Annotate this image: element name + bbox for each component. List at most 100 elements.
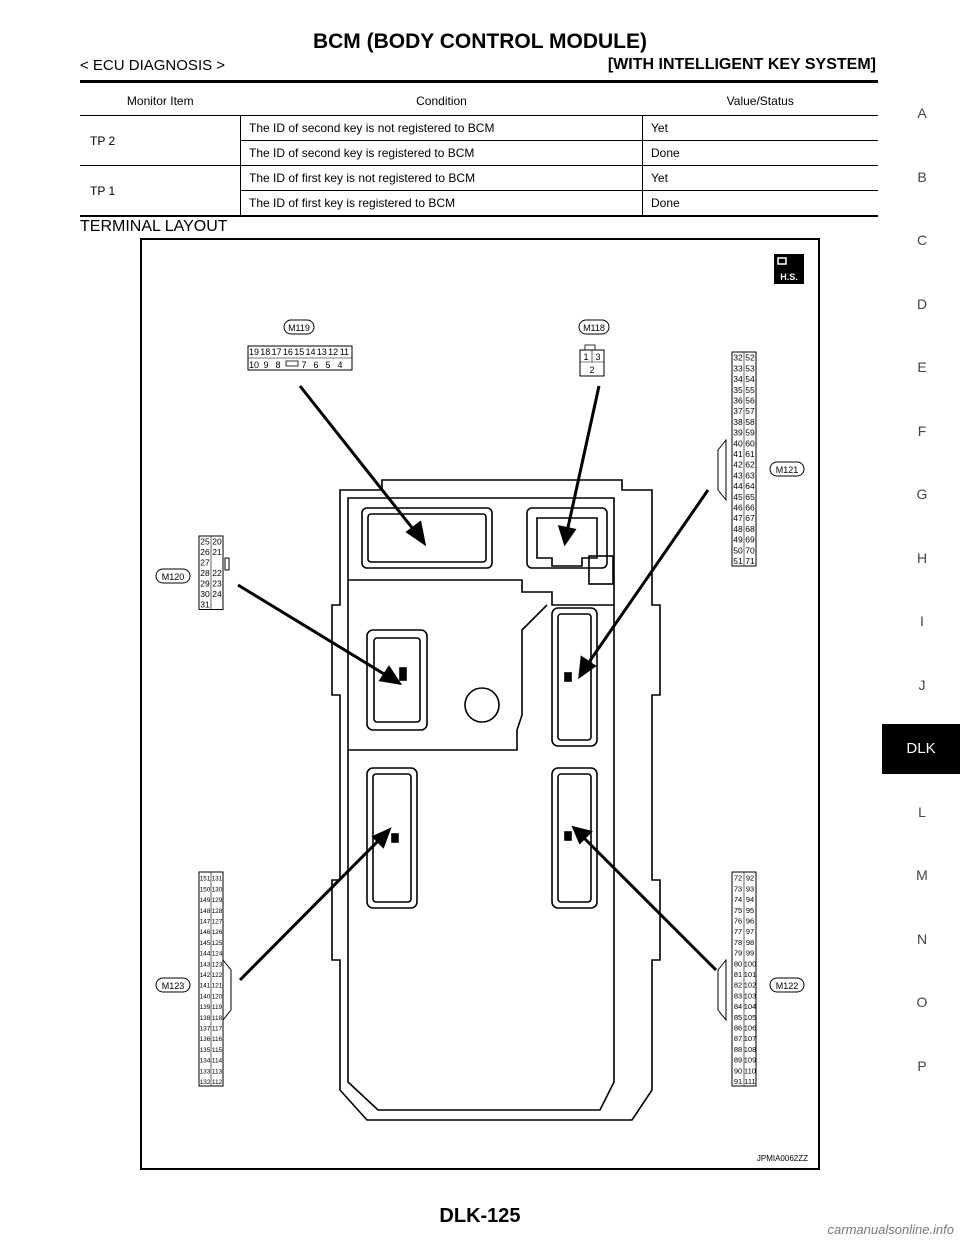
m121-pin: 54 <box>745 374 755 384</box>
m122-pin: 87 <box>734 1034 742 1043</box>
m121-label: M121 <box>769 461 805 477</box>
column-header: Value/Status <box>642 87 878 116</box>
m123-pin: 116 <box>212 1036 223 1043</box>
m121-pin: 42 <box>733 460 743 470</box>
m122-pin: 101 <box>744 970 757 979</box>
m121-pin: 63 <box>745 470 755 480</box>
m122-pin: 78 <box>734 938 742 947</box>
condition-cell: The ID of second key is not registered t… <box>240 115 643 141</box>
m122-pin: 94 <box>746 895 754 904</box>
m123-pin: 145 <box>200 940 211 947</box>
side-tab-g: G <box>916 486 928 502</box>
m122-pin: 77 <box>734 927 742 936</box>
m119-label: M119 <box>283 319 315 335</box>
m121-pin: 58 <box>745 417 755 427</box>
m123-pin: 138 <box>200 1015 211 1022</box>
m122-pin: 103 <box>744 991 757 1000</box>
column-header: Monitor Item <box>80 87 241 116</box>
m119-pin: 17 <box>272 347 282 357</box>
m122-pin: 109 <box>744 1056 757 1065</box>
m122-pin: 88 <box>734 1045 742 1054</box>
m121-pin: 61 <box>745 449 755 459</box>
m123-pin: 125 <box>212 940 223 947</box>
column-header: Condition <box>240 87 643 116</box>
side-tab-j: J <box>918 676 926 693</box>
m122-pin: 80 <box>734 959 742 968</box>
condition-cell: The ID of second key is registered to BC… <box>240 140 643 166</box>
side-tab-d: D <box>916 295 928 312</box>
m120-pin: 27 <box>200 558 210 568</box>
m123-pin: 124 <box>212 951 223 958</box>
m123-pin: 141 <box>200 983 211 990</box>
m120-pin: 25 <box>200 537 210 547</box>
side-tab-l: L <box>918 803 926 820</box>
m123-pin: 149 <box>200 897 211 904</box>
hs-icon: H.S. <box>774 254 804 284</box>
side-tab-f: F <box>917 422 927 439</box>
m123-pin: 126 <box>212 929 223 936</box>
m121-pin: 49 <box>733 535 743 545</box>
m121-label-text: M121 <box>776 465 799 475</box>
m123-pin: 113 <box>212 1068 223 1075</box>
m122-pin: 90 <box>734 1066 742 1075</box>
side-tab-i: I <box>920 613 924 629</box>
m120-pin: 31 <box>200 600 210 610</box>
m121-pin: 41 <box>733 449 743 459</box>
m123-label-text: M123 <box>162 981 185 991</box>
m121-pin: 71 <box>745 556 755 566</box>
m122-pin: 82 <box>734 981 742 990</box>
svg-text:2: 2 <box>589 365 594 375</box>
m123-pin: 150 <box>200 886 211 893</box>
m120-pin: 30 <box>200 589 210 599</box>
m121-pin: 60 <box>745 438 755 448</box>
m123-pin: 129 <box>212 897 223 904</box>
m121-pin: 70 <box>745 545 755 555</box>
m123-pin: 131 <box>212 876 223 883</box>
m123-label: M123 <box>155 977 191 993</box>
m121-pin: 39 <box>733 428 743 438</box>
m122-pin: 91 <box>734 1077 742 1086</box>
monitor-item: TP 2 <box>80 115 241 166</box>
m122-pin: 73 <box>734 884 742 893</box>
table-header: Monitor Item Condition Value/Status <box>80 87 878 116</box>
side-tab-e: E <box>917 359 927 375</box>
m119-pin: 19 <box>249 347 259 357</box>
m120-pin: 26 <box>200 547 210 557</box>
figure-code: JPMIA0062ZZ <box>756 1154 808 1163</box>
side-tab-dlk: DLK <box>882 724 960 774</box>
m123-pin: 133 <box>200 1068 211 1075</box>
m121-pin: 38 <box>733 417 743 427</box>
monitor-table: Monitor Item Condition Value/Status TP 2… <box>80 87 878 217</box>
m119-pin: 10 <box>249 360 259 370</box>
svg-text:H.S.: H.S. <box>780 272 798 282</box>
m122-pin: 106 <box>744 1024 757 1033</box>
side-tab-p: P <box>917 1057 927 1074</box>
m120-pin: 22 <box>212 568 222 578</box>
table-row: The ID of second key is registered to BC… <box>80 140 878 166</box>
m120-label: M120 <box>155 568 191 584</box>
m123-pin: 127 <box>212 919 223 926</box>
pointer-arrows <box>237 385 718 982</box>
m123-pin: 146 <box>200 929 211 936</box>
side-tab-o: O <box>916 994 928 1010</box>
m122-pin: 110 <box>744 1066 756 1075</box>
m121-pin: 57 <box>745 406 755 416</box>
m123-pin: 122 <box>212 972 223 979</box>
m122-pin: 102 <box>744 981 757 990</box>
m123-pin: 148 <box>200 908 211 915</box>
m123-pin: 117 <box>212 1026 223 1033</box>
m123-pin: 139 <box>200 1004 211 1011</box>
m122-pin: 85 <box>734 1013 742 1022</box>
m122-pin: 86 <box>734 1024 742 1033</box>
m119-pin: 16 <box>283 347 293 357</box>
m121-pin: 48 <box>733 524 743 534</box>
m121-pin: 46 <box>733 503 743 513</box>
m122-pin: 95 <box>746 906 754 915</box>
m119-pin: 11 <box>340 347 349 357</box>
page-number: DLK-125 <box>439 1205 521 1227</box>
m121-pin: 40 <box>733 438 743 448</box>
